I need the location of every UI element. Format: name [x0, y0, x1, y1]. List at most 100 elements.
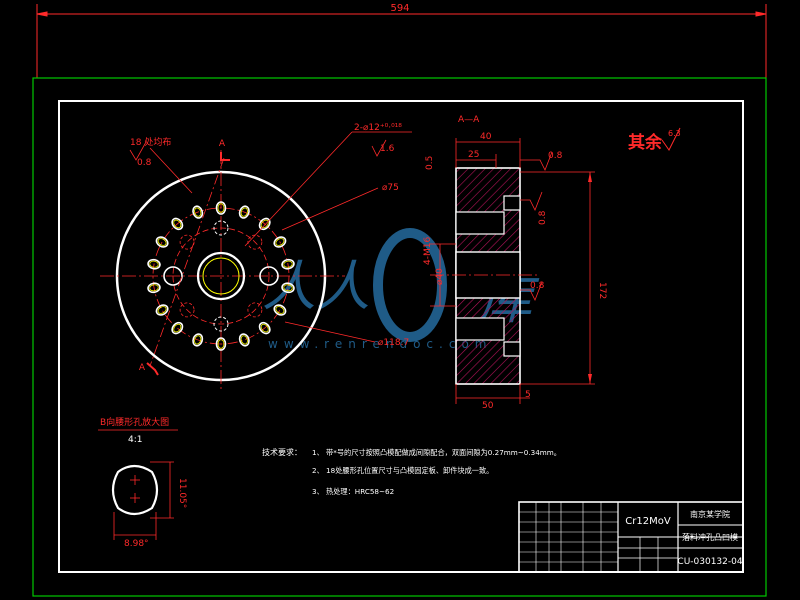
waist-hole	[171, 217, 184, 231]
waist-hole-inner	[173, 219, 182, 229]
section-view	[430, 138, 595, 404]
tech-requirement-3: 3、 热处理：HRC58~62	[312, 487, 394, 496]
remaining-roughness-label: 其余	[628, 132, 663, 153]
threaded-hole	[179, 302, 195, 318]
waist-hole-inner	[240, 207, 248, 217]
hole-callout: 2-⌀12⁺⁰·⁰¹⁸	[354, 123, 402, 133]
pin-hole-left	[163, 266, 183, 286]
threaded-hole	[213, 316, 229, 332]
waist-hole-inner	[275, 306, 285, 314]
waist-hole-inner	[283, 284, 293, 292]
detail-height: 11.05°	[177, 478, 187, 508]
waist-hole	[147, 258, 161, 270]
waist-hole-inner	[194, 207, 202, 217]
section-bottom-offset: 5	[525, 390, 531, 400]
waist-hole	[171, 321, 184, 335]
waist-hole	[258, 321, 271, 335]
waist-hole-inner	[260, 219, 269, 229]
waist-hole	[147, 282, 161, 294]
waist-hole-inner	[157, 306, 167, 314]
waist-hole	[238, 333, 250, 347]
leader-75	[281, 187, 379, 231]
waist-hole	[273, 304, 287, 316]
remaining-roughness-symbol	[661, 127, 681, 151]
roughness-symbol-hole	[371, 139, 387, 157]
waist-hole	[215, 337, 227, 351]
overall-width-dimension	[36, 4, 767, 78]
waist-hole-inner	[149, 260, 159, 268]
title-company: 南京某学院	[690, 509, 730, 519]
tech-requirement-2: 2、 18处腰形孔位置尺寸与凸模固定板、卸件块成一致。	[312, 466, 493, 475]
detail-width: 8.98°	[124, 539, 149, 549]
section-pin-upper	[503, 195, 521, 211]
waist-hole	[273, 236, 287, 248]
outer-border	[32, 77, 767, 597]
section-thread: 4-M16	[423, 237, 433, 265]
leader-hole	[244, 131, 353, 247]
tech-requirement-1: 1、 带*号的尺寸按照凸模配做成间隙配合，双面间隙为0.27mm~0.34mm。	[312, 448, 561, 457]
waist-hole-count: 18 处均布	[130, 136, 171, 148]
waist-hole-inner	[149, 284, 159, 292]
waist-hole	[192, 205, 204, 219]
section-roughness-3: 0.8	[530, 281, 545, 291]
section-bore: ⌀40	[435, 268, 445, 285]
svg-text:人人: 人人	[262, 255, 370, 318]
waist-hole-inner	[275, 238, 285, 246]
section-thread-upper	[455, 211, 505, 235]
section-pin-lower	[503, 341, 521, 357]
waist-hole-inner	[240, 335, 248, 345]
section-arrow-bottom	[146, 362, 159, 376]
leader-outer	[284, 321, 376, 343]
detail-view	[111, 461, 174, 540]
threaded-hole	[213, 220, 229, 236]
section-mark-top: A	[219, 139, 226, 149]
title-material: Cr12MoV	[625, 516, 671, 527]
watermark-text: www.renrendoc.com	[268, 337, 492, 351]
waist-hole-inner	[283, 260, 293, 268]
waist-hole	[281, 258, 295, 270]
leader-18	[149, 147, 193, 194]
waist-hole-inner	[173, 323, 182, 333]
waist-hole	[258, 217, 271, 231]
waist-hole-inner	[194, 335, 202, 345]
waist-hole-inner	[260, 323, 269, 333]
front-view	[100, 131, 412, 392]
waist-hole-enlarged	[111, 464, 159, 516]
pin-hole-right	[259, 266, 279, 286]
detail-view-title: B向腰形孔放大图	[100, 416, 169, 428]
section-roughness-2: 0.8	[538, 210, 548, 225]
detail-view-scale: 4:1	[128, 435, 142, 445]
bolt-hole-group	[179, 220, 263, 332]
waist-hole-roughness: 0.8	[137, 158, 152, 168]
section-mark-bottom: A	[139, 363, 146, 373]
remaining-roughness-value: 6.3	[668, 129, 681, 138]
waist-hole	[192, 333, 204, 347]
pitch-diameter-label: ⌀75	[382, 183, 399, 193]
center-bore	[196, 251, 246, 301]
outer-diameter-label: ⌀118.7	[378, 338, 409, 348]
section-view-title: A—A	[458, 115, 480, 125]
section-step: 25	[468, 150, 479, 160]
overall-width-label: 594	[390, 3, 409, 14]
waist-hole-inner	[217, 339, 225, 349]
waist-hole-inner	[217, 203, 225, 213]
section-thread-lower	[455, 317, 505, 341]
waist-hole	[215, 201, 227, 215]
roughness-symbol-18	[129, 141, 147, 161]
waist-hole	[238, 205, 250, 219]
section-chamfer: 0.5	[425, 156, 435, 170]
waist-hole	[155, 304, 169, 316]
section-width-top: 40	[480, 132, 492, 142]
threaded-hole	[247, 302, 263, 318]
section-height: 172	[597, 282, 607, 299]
inner-border	[58, 100, 744, 573]
threaded-hole	[179, 234, 195, 250]
title-part-name: 落料冲孔凸凹模	[682, 532, 738, 542]
center-bore-inner	[202, 257, 240, 295]
section-arrow-top	[220, 152, 230, 161]
waist-hole	[281, 282, 295, 294]
tech-requirements-heading: 技术要求：	[262, 447, 302, 457]
hole-roughness: 1.6	[380, 144, 395, 154]
waist-hole	[155, 236, 169, 248]
